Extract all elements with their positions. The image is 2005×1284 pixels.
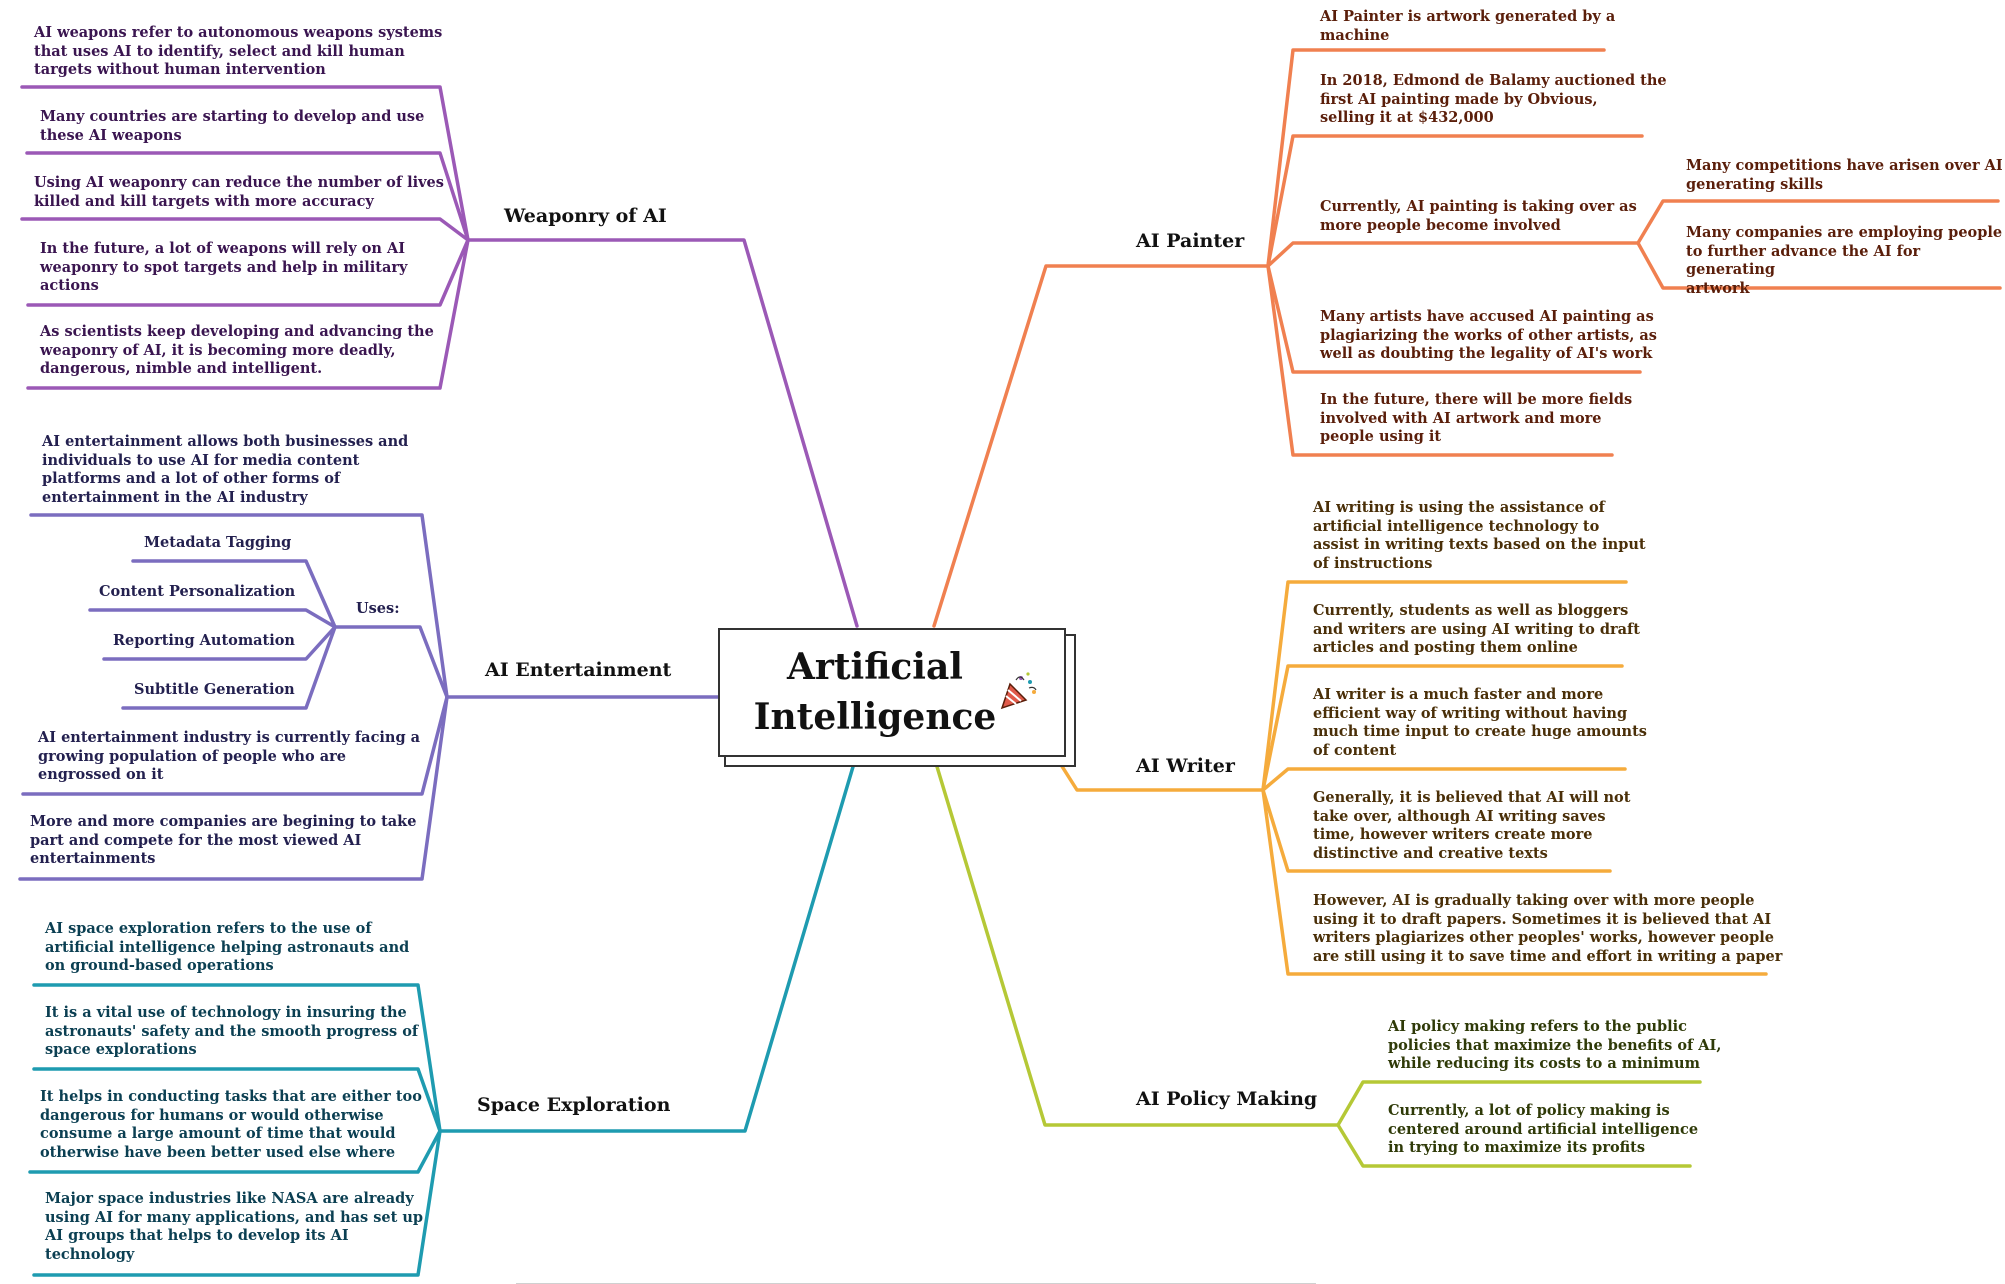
- entertainment-use-line: [88, 608, 337, 629]
- weaponry-item[interactable]: In the future, a lot of weapons will rel…: [40, 240, 408, 294]
- branch-space-label[interactable]: Space Exploration: [477, 1094, 671, 1116]
- space-item-line: [32, 983, 442, 1133]
- policy-item-line: [1336, 1080, 1702, 1127]
- painter-item[interactable]: AI Painter is artwork generated by a mac…: [1320, 8, 1616, 44]
- writer-item-line: [1261, 664, 1624, 792]
- branch-painter-line: [932, 264, 1270, 628]
- painter-item[interactable]: In 2018, Edmond de Balamy auctioned the …: [1320, 72, 1667, 126]
- space-item[interactable]: Major space industries like NASA are alr…: [45, 1190, 424, 1263]
- space-item[interactable]: It helps in conducting tasks that are ei…: [40, 1088, 422, 1161]
- policy-item[interactable]: Currently, a lot of policy making is cen…: [1388, 1102, 1699, 1156]
- central-topic-title: Artificial Intelligence: [753, 646, 997, 738]
- writer-item-line: [1261, 767, 1627, 792]
- writer-item-line: [1261, 788, 1768, 976]
- branch-painter-label[interactable]: AI Painter: [1136, 230, 1245, 252]
- entertainment-compete[interactable]: More and more companies are begining to …: [30, 813, 417, 867]
- space-item[interactable]: It is a vital use of technology in insur…: [45, 1004, 419, 1058]
- space-item-line: [32, 1129, 442, 1277]
- writer-item[interactable]: AI writing is using the assistance of ar…: [1313, 499, 1646, 572]
- branch-entertainment-label[interactable]: AI Entertainment: [485, 659, 672, 681]
- weaponry-item-line: [26, 238, 470, 307]
- entertainment-facing-line: [21, 695, 449, 796]
- branch-writer-line: [1056, 758, 1265, 792]
- painter-item-line: [1266, 134, 1644, 268]
- space-item-line: [32, 1067, 442, 1133]
- space-item[interactable]: AI space exploration refers to the use o…: [45, 920, 410, 974]
- branch-policy-line: [933, 758, 1340, 1127]
- central-topic[interactable]: Artificial Intelligence: [718, 628, 1066, 757]
- writer-item-line: [1261, 788, 1612, 873]
- painter-sub-item[interactable]: Many companies are employing people to f…: [1686, 224, 2003, 297]
- writer-item[interactable]: AI writer is a much faster and more effi…: [1313, 686, 1647, 759]
- painter-item[interactable]: Many artists have accused AI painting as…: [1320, 308, 1657, 362]
- entertainment-compete-line: [18, 695, 449, 881]
- writer-item-line: [1261, 580, 1628, 792]
- entertainment-intro-line: [29, 513, 449, 699]
- branch-weaponry-line: [466, 238, 859, 628]
- painter-item-line: [1266, 264, 1614, 457]
- entertainment-use-line: [131, 559, 337, 629]
- weaponry-item-line: [20, 217, 470, 242]
- branch-weaponry-label[interactable]: Weaponry of AI: [504, 205, 667, 227]
- branch-space-line: [438, 758, 857, 1133]
- entertainment-uses-label[interactable]: Uses:: [356, 600, 400, 617]
- writer-item[interactable]: Currently, students as well as bloggers …: [1313, 602, 1640, 656]
- painter-sub-item-line: [1636, 199, 2000, 245]
- entertainment-use[interactable]: Metadata Tagging: [144, 534, 292, 551]
- painter-sub-item[interactable]: Many competitions have arisen over AI ge…: [1686, 157, 2003, 193]
- party-popper-icon: [1000, 672, 1037, 710]
- weaponry-item[interactable]: Many countries are starting to develop a…: [40, 108, 425, 144]
- entertainment-use[interactable]: Content Personalization: [99, 583, 296, 600]
- weaponry-item[interactable]: AI weapons refer to autonomous weapons s…: [34, 24, 443, 78]
- entertainment-facing[interactable]: AI entertainment industry is currently f…: [38, 729, 421, 783]
- writer-item[interactable]: However, AI is gradually taking over wit…: [1313, 892, 1783, 965]
- entertainment-uses-line: [333, 625, 449, 699]
- painter-item-line: [1266, 241, 1640, 268]
- weaponry-item-line: [26, 238, 470, 390]
- writer-item[interactable]: Generally, it is believed that AI will n…: [1313, 789, 1631, 862]
- weaponry-item[interactable]: Using AI weaponry can reduce the number …: [34, 174, 444, 210]
- policy-item[interactable]: AI policy making refers to the public po…: [1388, 1018, 1722, 1072]
- weaponry-item-line: [25, 151, 470, 242]
- policy-item-line: [1336, 1123, 1692, 1168]
- branch-writer-label[interactable]: AI Writer: [1136, 755, 1235, 777]
- space-item-line: [28, 1129, 442, 1174]
- entertainment-use-line: [121, 625, 337, 710]
- painter-item[interactable]: Currently, AI painting is taking over as…: [1320, 198, 1637, 234]
- entertainment-use[interactable]: Reporting Automation: [113, 632, 295, 649]
- painter-sub-item-line: [1636, 241, 2002, 290]
- entertainment-intro[interactable]: AI entertainment allows both businesses …: [42, 433, 409, 506]
- painter-item-line: [1266, 264, 1642, 374]
- painter-item[interactable]: In the future, there will be more fields…: [1320, 391, 1633, 445]
- entertainment-use[interactable]: Subtitle Generation: [134, 681, 295, 698]
- branch-policy-label[interactable]: AI Policy Making: [1136, 1088, 1318, 1110]
- weaponry-item[interactable]: As scientists keep developing and advanc…: [40, 323, 434, 377]
- painter-item-line: [1266, 48, 1606, 268]
- entertainment-use-line: [102, 625, 337, 661]
- weaponry-item-line: [20, 85, 470, 242]
